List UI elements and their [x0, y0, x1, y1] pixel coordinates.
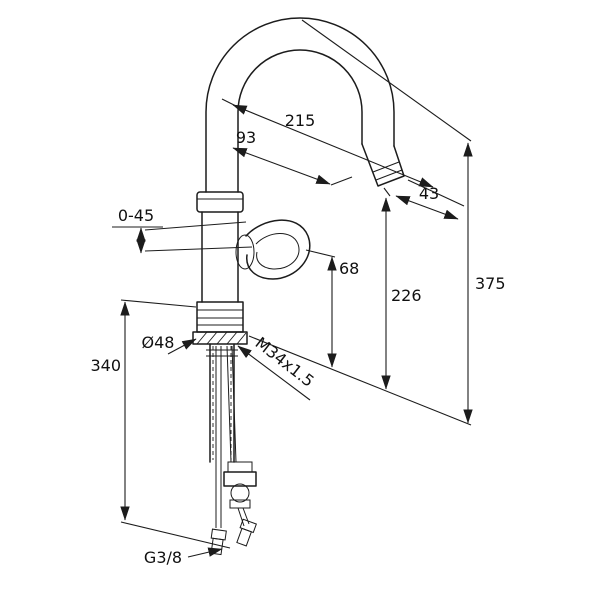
dim-spout-reach-label: 215	[285, 111, 316, 130]
extension-line-top-right	[301, 19, 472, 142]
spout-collar	[196, 191, 244, 213]
inline-fitting	[223, 461, 257, 509]
mounting-flange	[192, 331, 248, 345]
dim-connection-thread-label: G3/8	[144, 548, 182, 567]
dim-aerator-offset-label: 93	[236, 128, 256, 147]
dim-spout-underside-height: 226	[381, 187, 422, 390]
hose-connector-right	[236, 518, 257, 547]
dim-mounting-length-label: 340	[90, 356, 121, 375]
dimension-annotations: 375 226 215 93 43 0-45	[90, 19, 506, 567]
dim-handle-range-label: 0-45	[118, 206, 154, 225]
dim-spout-end-label: 43	[419, 184, 439, 203]
dim-spout-underside-label: 226	[391, 286, 422, 305]
dim-connection-thread: G3/8	[144, 547, 223, 567]
base-housing	[196, 301, 244, 333]
dim-spout-end: 43	[395, 179, 465, 220]
dim-overall-height: 375	[463, 142, 506, 424]
dim-mounting-thread: M34x1.5	[237, 333, 318, 401]
dim-mounting-thread-label: M34x1.5	[252, 333, 318, 391]
dim-body-top-height: 68	[305, 249, 359, 368]
dim-base-diameter-label: Ø48	[142, 333, 175, 352]
dim-base-diameter: Ø48	[142, 333, 197, 355]
dim-aerator-offset: 93	[232, 128, 353, 186]
dim-spout-reach: 215	[221, 98, 434, 188]
extension-line-counter-plane	[248, 335, 472, 426]
faucet-outline	[192, 17, 405, 556]
body-and-lever	[201, 211, 311, 303]
dim-body-top-height-label: 68	[339, 259, 359, 278]
dim-handle-range: 0-45	[112, 206, 253, 254]
supply-hoses	[210, 345, 257, 556]
spout-arc	[205, 17, 405, 193]
dim-overall-height-label: 375	[475, 274, 506, 293]
threaded-shank	[206, 343, 238, 463]
dim-mounting-length: 340	[90, 299, 231, 549]
